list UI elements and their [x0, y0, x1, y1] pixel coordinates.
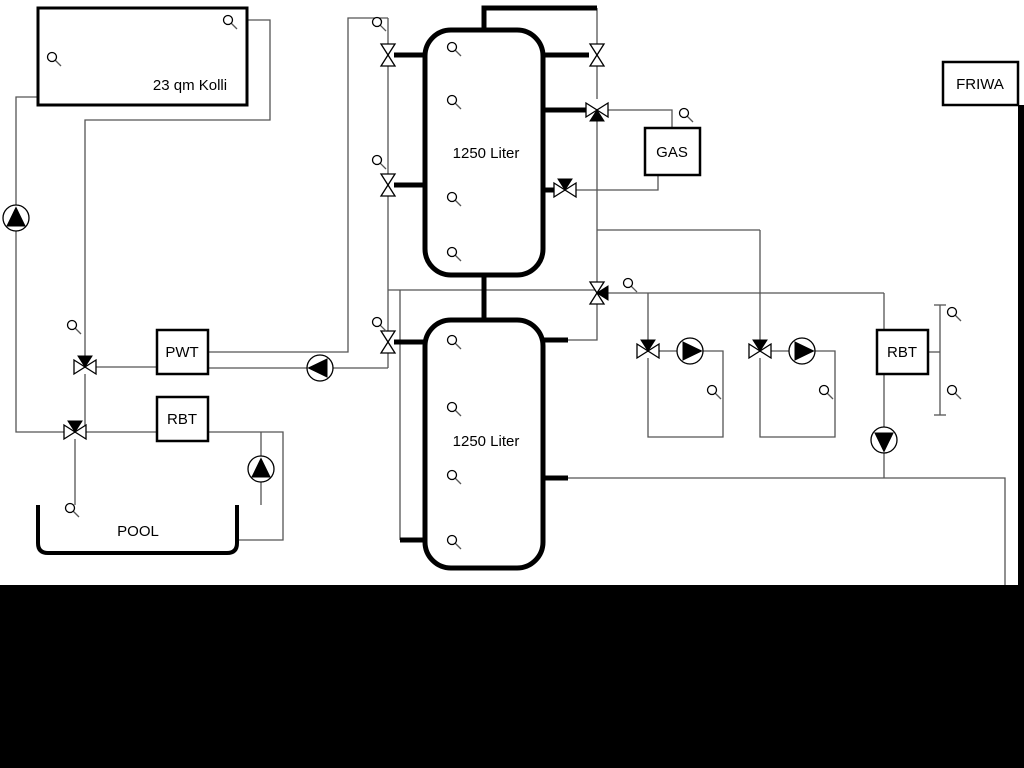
mixing-valve-circuit1 — [636, 339, 660, 360]
three-way-valve-solar-rbt — [63, 420, 87, 441]
collector-label: 23 qm Kolli — [153, 77, 227, 94]
gas-label: GAS — [656, 144, 688, 161]
valve-tank1-top-right — [588, 43, 606, 67]
buffer-tank-bottom-label: 1250 Liter — [453, 433, 520, 450]
pipe-network-thin — [15, 8, 1006, 585]
pump-charge — [306, 354, 334, 382]
temp-sensor-icon — [371, 316, 387, 332]
valve-tank1-top-left — [379, 43, 397, 67]
temp-sensor-icon — [371, 16, 387, 32]
three-way-valve-gas-supply — [585, 101, 609, 122]
buffer-tank-bottom: 1250 Liter — [422, 317, 546, 571]
pump-solar — [2, 204, 30, 232]
temp-sensor-icon — [706, 384, 722, 400]
three-way-valve-gas-return — [553, 178, 577, 199]
pump-pool — [247, 455, 275, 483]
three-way-valve-distribution — [588, 281, 609, 305]
buffer-tank-top-label: 1250 Liter — [453, 145, 520, 162]
temp-sensor-icon — [64, 502, 80, 518]
buffer-tank-top: 1250 Liter — [422, 27, 546, 278]
temp-sensor-icon — [818, 384, 834, 400]
pool-heat-exchanger: PWT — [155, 328, 210, 376]
pump-circuit1 — [676, 337, 704, 365]
pump-rbt-right — [870, 426, 898, 454]
rbt-right: RBT — [875, 328, 930, 376]
mixing-valve-circuit2 — [748, 339, 772, 360]
footer-letterbox — [0, 585, 1024, 768]
valve-tank2-top-left — [379, 330, 397, 354]
temp-sensor-icon — [622, 277, 638, 293]
pwt-label: PWT — [165, 344, 198, 361]
rbt-left: RBT — [155, 395, 210, 443]
gas-boiler: GAS — [643, 126, 702, 177]
temp-sensor-icon — [678, 107, 694, 123]
friwa-label: FRIWA — [956, 76, 1004, 93]
friwa-module: FRIWA — [941, 60, 1020, 107]
solar-collector: 23 qm Kolli — [36, 6, 249, 107]
pump-circuit2 — [788, 337, 816, 365]
temp-sensor-icon — [946, 384, 962, 400]
temp-sensor-icon — [946, 306, 962, 322]
pool-label: POOL — [117, 523, 159, 540]
temp-sensor-icon — [371, 154, 387, 170]
rbt-left-label: RBT — [167, 411, 197, 428]
temp-sensor-icon — [66, 319, 82, 335]
three-way-valve-solar-pwt — [73, 355, 97, 376]
pool-basin: POOL — [36, 505, 239, 555]
rbt-right-label: RBT — [887, 344, 917, 361]
valve-tank1-mid-left — [379, 173, 397, 197]
